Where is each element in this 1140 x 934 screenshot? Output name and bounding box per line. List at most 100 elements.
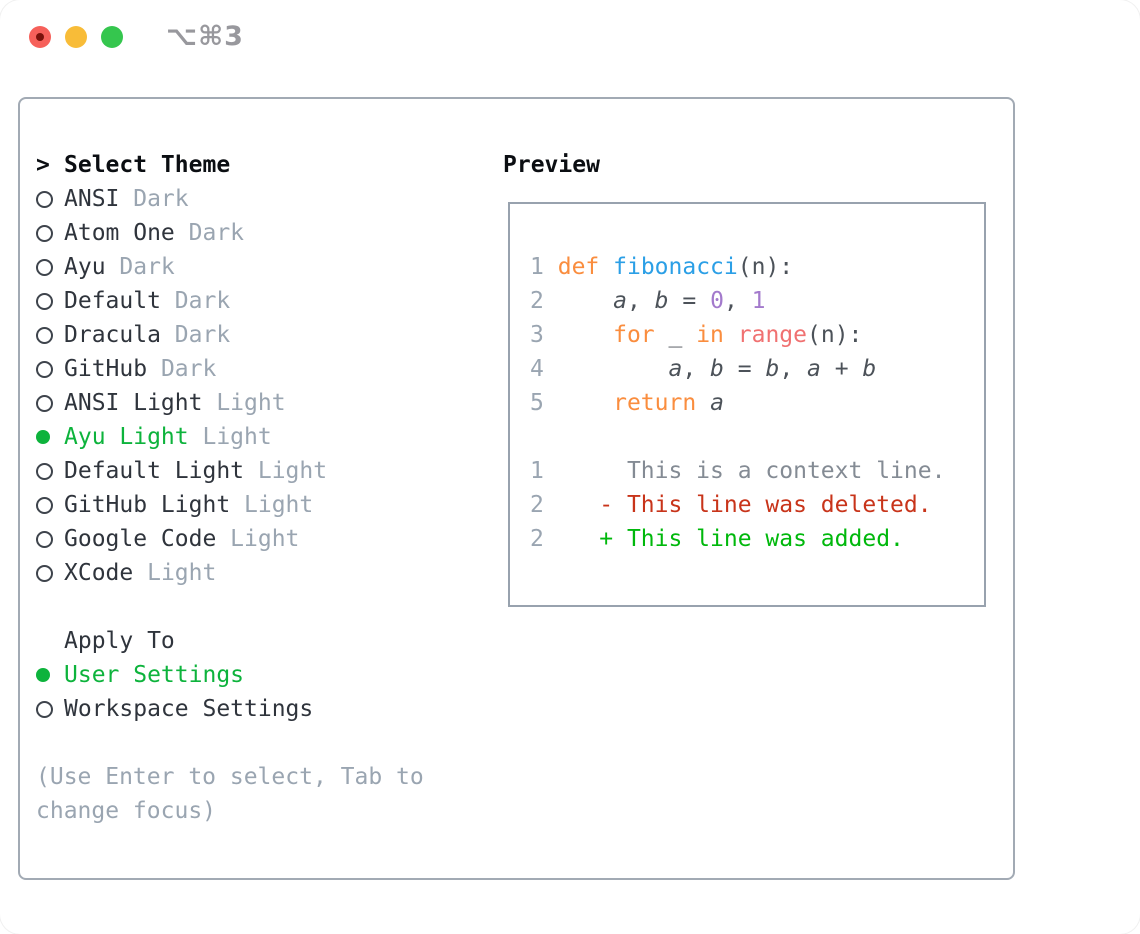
- code-segment: - This line was deleted.: [599, 492, 932, 518]
- theme-item-variant: Light: [147, 560, 217, 586]
- theme-item-label: ANSI: [64, 186, 120, 212]
- code-line: 4 a, b = b, a + b: [530, 352, 945, 386]
- code-segment: [599, 254, 613, 280]
- theme-item-label: ANSI Light: [64, 390, 203, 416]
- code-segment: [544, 254, 558, 280]
- code-segment: (n):: [737, 254, 794, 280]
- code-segment: 1: [751, 288, 766, 314]
- select-theme-header-row: > Select Theme: [36, 148, 424, 182]
- theme-item-label: Atom One: [64, 220, 175, 246]
- theme-item-label: GitHub Light: [64, 492, 231, 518]
- apply-option[interactable]: User Settings: [36, 658, 424, 692]
- code-segment: (n):: [807, 322, 863, 348]
- radio-unselected-icon: [36, 497, 64, 514]
- code-segment: This is a context line.: [543, 458, 946, 484]
- theme-item-label: Ayu: [64, 254, 106, 280]
- line-number: 5: [530, 390, 544, 416]
- theme-item-label: GitHub: [64, 356, 148, 382]
- theme-item[interactable]: Dracula Dark: [36, 318, 424, 352]
- close-button-icon[interactable]: [29, 26, 51, 48]
- theme-item[interactable]: XCode Light: [36, 556, 424, 590]
- radio-unselected-icon: [36, 191, 64, 208]
- theme-item-label: XCode: [64, 560, 134, 586]
- code-segment: [724, 322, 738, 348]
- code-segment: ,: [682, 356, 711, 382]
- code-segment: ,: [779, 356, 808, 382]
- theme-item-label: Default Light: [64, 458, 245, 484]
- radio-unselected-icon: [36, 395, 64, 412]
- radio-unselected-icon: [36, 225, 64, 242]
- line-number: 2: [530, 492, 544, 518]
- code-segment: [696, 390, 710, 416]
- titlebar: ⌥⌘3: [0, 0, 1140, 72]
- code-segment: =: [668, 288, 711, 314]
- line-number: 1: [530, 254, 544, 280]
- code-segment: +: [820, 356, 863, 382]
- radio-unselected-icon: [36, 565, 64, 582]
- theme-item-variant: Dark: [174, 288, 231, 314]
- code-segment: ,: [723, 288, 752, 314]
- apply-option-label: User Settings: [64, 662, 245, 688]
- radio-unselected-icon: [36, 531, 64, 548]
- code-segment: =: [723, 356, 766, 382]
- apply-option[interactable]: Workspace Settings: [36, 692, 424, 726]
- code-segment: ,: [626, 288, 655, 314]
- theme-item[interactable]: GitHub Dark: [36, 352, 424, 386]
- radio-unselected-icon: [36, 293, 64, 310]
- code-line: 2 a, b = 0, 1: [530, 284, 945, 318]
- code-segment: in: [696, 322, 724, 348]
- preview-header: Preview: [503, 152, 600, 178]
- code-segment: b: [654, 288, 669, 314]
- line-number: 1: [530, 458, 544, 484]
- radio-unselected-icon: [36, 701, 64, 718]
- theme-item-label: Google Code: [64, 526, 217, 552]
- apply-to-header-row: Apply To: [36, 624, 424, 658]
- radio-unselected-icon: [36, 463, 64, 480]
- theme-item-variant: Dark: [174, 322, 231, 348]
- theme-item-label: Ayu Light: [64, 424, 189, 450]
- code-segment: _: [654, 322, 697, 348]
- code-segment: [544, 390, 613, 416]
- theme-item-label: Default: [64, 288, 161, 314]
- theme-item-variant: Dark: [188, 220, 245, 246]
- theme-item-variant: Dark: [119, 254, 175, 280]
- code-segment: [544, 526, 599, 552]
- code-segment: [544, 492, 599, 518]
- theme-item-variant: Dark: [160, 356, 217, 382]
- theme-item[interactable]: Default Dark: [36, 284, 424, 318]
- deleted-line: 2 - This line was deleted.: [530, 488, 945, 522]
- radio-unselected-icon: [36, 259, 64, 276]
- theme-item-label: Dracula: [64, 322, 161, 348]
- code-segment: range: [737, 322, 808, 348]
- code-segment: return: [613, 390, 697, 416]
- context-line: 1 This is a context line.: [530, 454, 945, 488]
- code-segment: def: [557, 254, 600, 280]
- code-segment: [544, 356, 669, 382]
- theme-item[interactable]: Ayu Light Light: [36, 420, 424, 454]
- theme-item-variant: Dark: [133, 186, 189, 212]
- apply-option-label: Workspace Settings: [64, 696, 314, 722]
- theme-item[interactable]: Ayu Dark: [36, 250, 424, 284]
- theme-item[interactable]: ANSI Dark: [36, 182, 424, 216]
- code-segment: for: [613, 322, 655, 348]
- minimize-button-icon[interactable]: [65, 26, 87, 48]
- zoom-button-icon[interactable]: [101, 26, 123, 48]
- code-segment: a: [807, 356, 821, 382]
- theme-item[interactable]: Atom One Dark: [36, 216, 424, 250]
- code-segment: a: [613, 288, 627, 314]
- select-theme-header: Select Theme: [64, 152, 231, 178]
- radio-unselected-icon: [36, 327, 64, 344]
- code-segment: b: [765, 356, 780, 382]
- theme-item-variant: Light: [202, 424, 272, 450]
- code-segment: [544, 322, 613, 348]
